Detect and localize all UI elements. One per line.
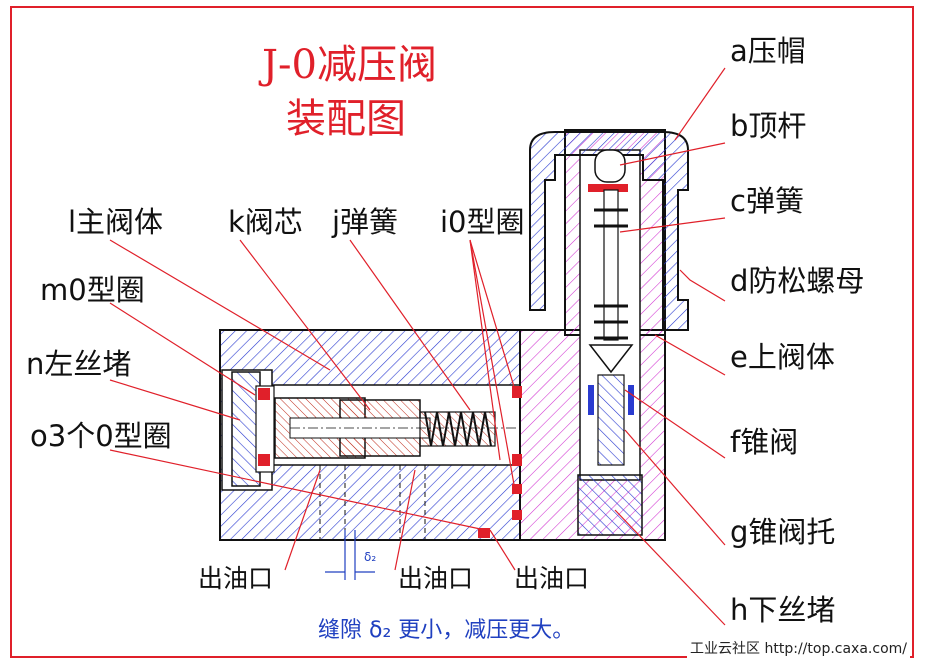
label-d: d防松螺母 [730,264,865,298]
left-plug [231,371,275,487]
cap-and-locknut [529,131,689,331]
cone-valve [588,344,634,466]
label-j: j弹簧 [332,205,399,239]
label-l: l主阀体 [68,205,164,239]
label-e: e上阀体 [730,340,835,374]
spool [274,397,520,459]
outlet-label-3: 出油口 [514,564,590,593]
gap-dimension [325,530,375,580]
label-c: c弹簧 [730,184,804,218]
delta-symbol: δ₂ [364,550,377,564]
outlet-passages [319,465,426,540]
title-line2: 装配图 [286,96,406,142]
label-b: b顶杆 [730,109,807,143]
o-rings [258,386,522,538]
drawing-frame [10,6,914,658]
label-i: i0型圈 [440,205,525,239]
label-h: h下丝堵 [730,593,836,627]
spool-spring [419,411,496,447]
label-f: f锥阀 [730,425,799,459]
top-rod-and-spring [588,149,628,341]
label-a: a压帽 [730,34,806,68]
label-n: n左丝堵 [26,347,132,381]
label-k: k阀芯 [228,205,303,239]
watermark[interactable]: 工业云社区 http://top.caxa.com/ [687,637,910,659]
outlet-label-2: 出油口 [398,564,474,593]
label-m: m0型圈 [40,273,145,307]
leader-lines [109,67,726,626]
note-text: 缝隙 δ₂ 更小，减压更大。 [318,618,575,643]
outlet-label-1: 出油口 [198,564,274,593]
title-line1: J-0减压阀 [262,42,437,88]
label-o: o3个0型圈 [30,419,172,453]
label-g: g锥阀托 [730,515,836,549]
